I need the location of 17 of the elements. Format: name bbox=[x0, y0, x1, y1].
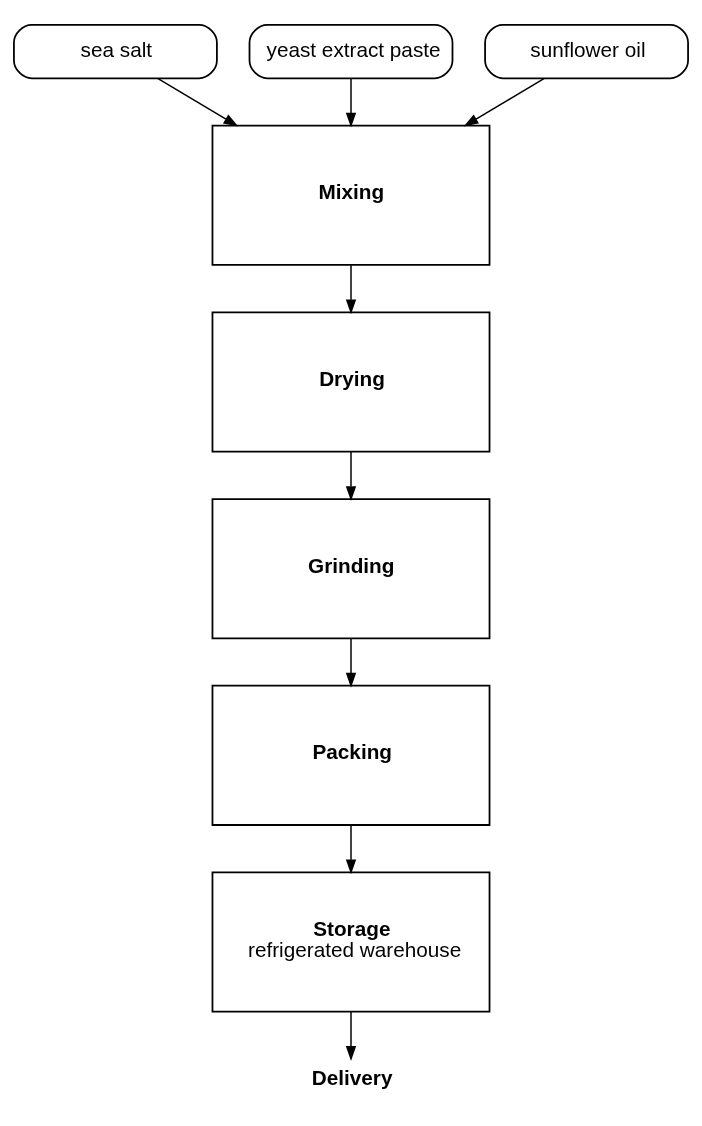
node-box: Mixing bbox=[211, 124, 491, 266]
node-box: Packing bbox=[211, 684, 491, 826]
node-box: sea salt bbox=[13, 23, 218, 79]
arrow bbox=[345, 637, 357, 688]
node-text: Delivery bbox=[311, 1065, 393, 1089]
arrow bbox=[463, 77, 545, 127]
node-box: Drying bbox=[211, 310, 491, 453]
arrow bbox=[157, 77, 239, 127]
arrow bbox=[345, 450, 357, 501]
node-box: yeast extract paste bbox=[248, 23, 454, 79]
arrow bbox=[345, 77, 357, 128]
node-box: sunflower oil bbox=[484, 23, 689, 79]
arrow bbox=[345, 824, 357, 874]
arrow bbox=[345, 1010, 357, 1061]
node-box: Storage refrigerated warehouse bbox=[211, 871, 491, 1013]
arrow bbox=[345, 263, 357, 314]
node-box: Grinding bbox=[211, 497, 491, 639]
